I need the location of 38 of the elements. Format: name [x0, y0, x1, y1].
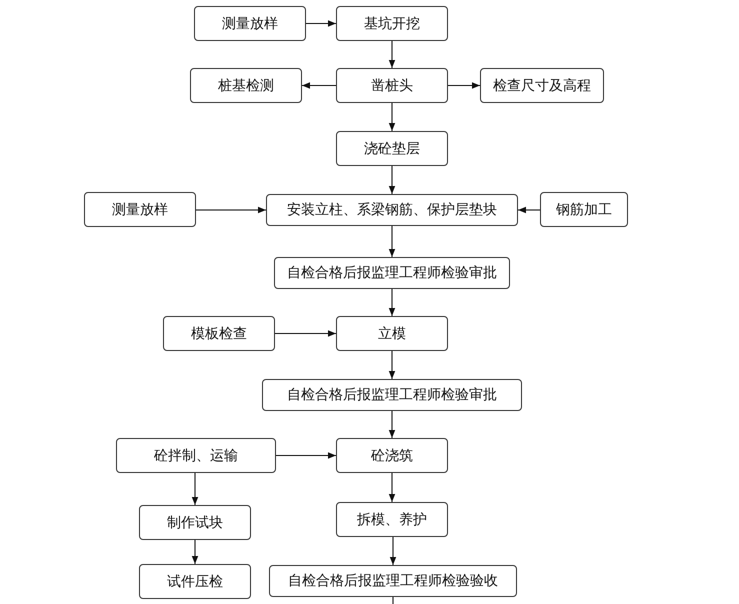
process-box: 砼浇筑 [336, 438, 448, 473]
arrow [196, 206, 266, 214]
process-box: 自检合格后报监理工程师检验审批 [274, 257, 510, 289]
arrow [448, 82, 480, 89]
arrow [388, 166, 396, 194]
arrow [388, 226, 396, 258]
process-box: 桩基检测 [190, 68, 302, 103]
arrow [388, 410, 396, 438]
process-box: 凿桩头 [336, 68, 448, 103]
arrow [388, 472, 396, 502]
arrow [388, 288, 396, 316]
arrow [388, 102, 396, 132]
process-box: 自检合格后报监理工程师检验审批 [262, 379, 522, 411]
process-box: 基坑开挖 [336, 6, 448, 41]
process-box: 测量放样 [194, 6, 306, 41]
process-box: 安装立柱、系梁钢筋、保护层垫块 [266, 194, 518, 226]
arrow [388, 350, 396, 380]
process-box: 钢筋加工 [540, 192, 628, 227]
arrow [192, 540, 198, 564]
process-box: 砼拌制、运输 [116, 438, 276, 473]
arrow [276, 452, 336, 459]
arrow [302, 82, 336, 89]
arrow [306, 20, 336, 27]
process-box: 自检合格后报监理工程师检验验收 [269, 565, 517, 597]
arrow [192, 472, 198, 506]
process-box: 模板检查 [163, 316, 275, 351]
process-box: 立模 [336, 316, 448, 351]
arrow [518, 206, 540, 214]
process-box: 拆模、养护 [336, 502, 448, 537]
process-box: 测量放样 [84, 192, 196, 227]
process-box: 检查尺寸及高程 [480, 68, 604, 103]
arrow [388, 40, 396, 68]
process-box: 浇砼垫层 [336, 131, 448, 166]
arrow [390, 536, 396, 566]
arrow [274, 330, 336, 337]
process-box: 制作试块 [139, 505, 251, 540]
process-box: 试件压检 [139, 564, 251, 599]
connector-line [392, 596, 394, 604]
